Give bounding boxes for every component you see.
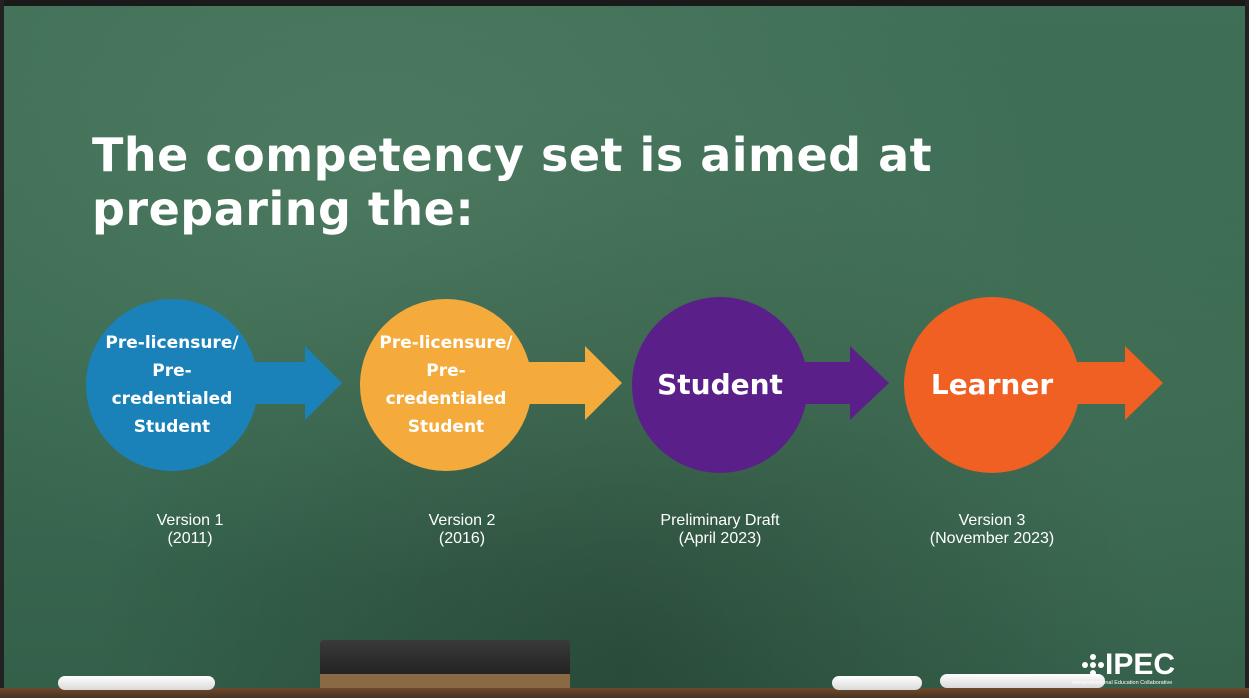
slide-title: The competency set is aimed at preparing… xyxy=(92,128,933,236)
stage-label-2: Pre-licensure/ Pre- credentialed Student xyxy=(379,333,513,437)
stage-label-4: Learner xyxy=(930,368,1054,401)
logo-subtitle: Interprofessional Education Collaborativ… xyxy=(1072,680,1173,686)
chalk-stick-3 xyxy=(940,674,1105,688)
arrow-2 xyxy=(525,346,622,420)
board-frame-top xyxy=(0,0,1249,6)
arrow-4 xyxy=(1070,346,1163,420)
board-frame-left xyxy=(0,0,4,698)
stage-version-3: Preliminary Draft (April 2023) xyxy=(660,512,780,547)
stage-circle-3: Student xyxy=(632,297,808,473)
eraser-base xyxy=(320,674,570,688)
chalk-ledge xyxy=(0,688,1249,698)
arrow-1 xyxy=(250,346,342,420)
board-frame-right xyxy=(1245,0,1249,698)
stage-version-4: Version 3 (November 2023) xyxy=(929,512,1055,547)
stage-label-1: Pre-licensure/ Pre- credentialed Student xyxy=(105,333,239,437)
cross-dots-icon xyxy=(1082,654,1104,676)
arrow-3 xyxy=(800,346,889,420)
stage-label-3: Student xyxy=(657,368,783,401)
stage-circle-2: Pre-licensure/ Pre- credentialed Student xyxy=(360,299,532,471)
logo-text: IPEC xyxy=(1105,648,1176,681)
chalk-stick-2 xyxy=(832,676,922,690)
chalk-stick-1 xyxy=(58,676,215,690)
stage-circle-1: Pre-licensure/ Pre- credentialed Student xyxy=(86,299,258,471)
stage-circle-4: Learner xyxy=(904,297,1080,473)
stage-version-2: Version 2 (2016) xyxy=(428,512,496,547)
stage-version-1: Version 1 (2011) xyxy=(156,512,224,547)
